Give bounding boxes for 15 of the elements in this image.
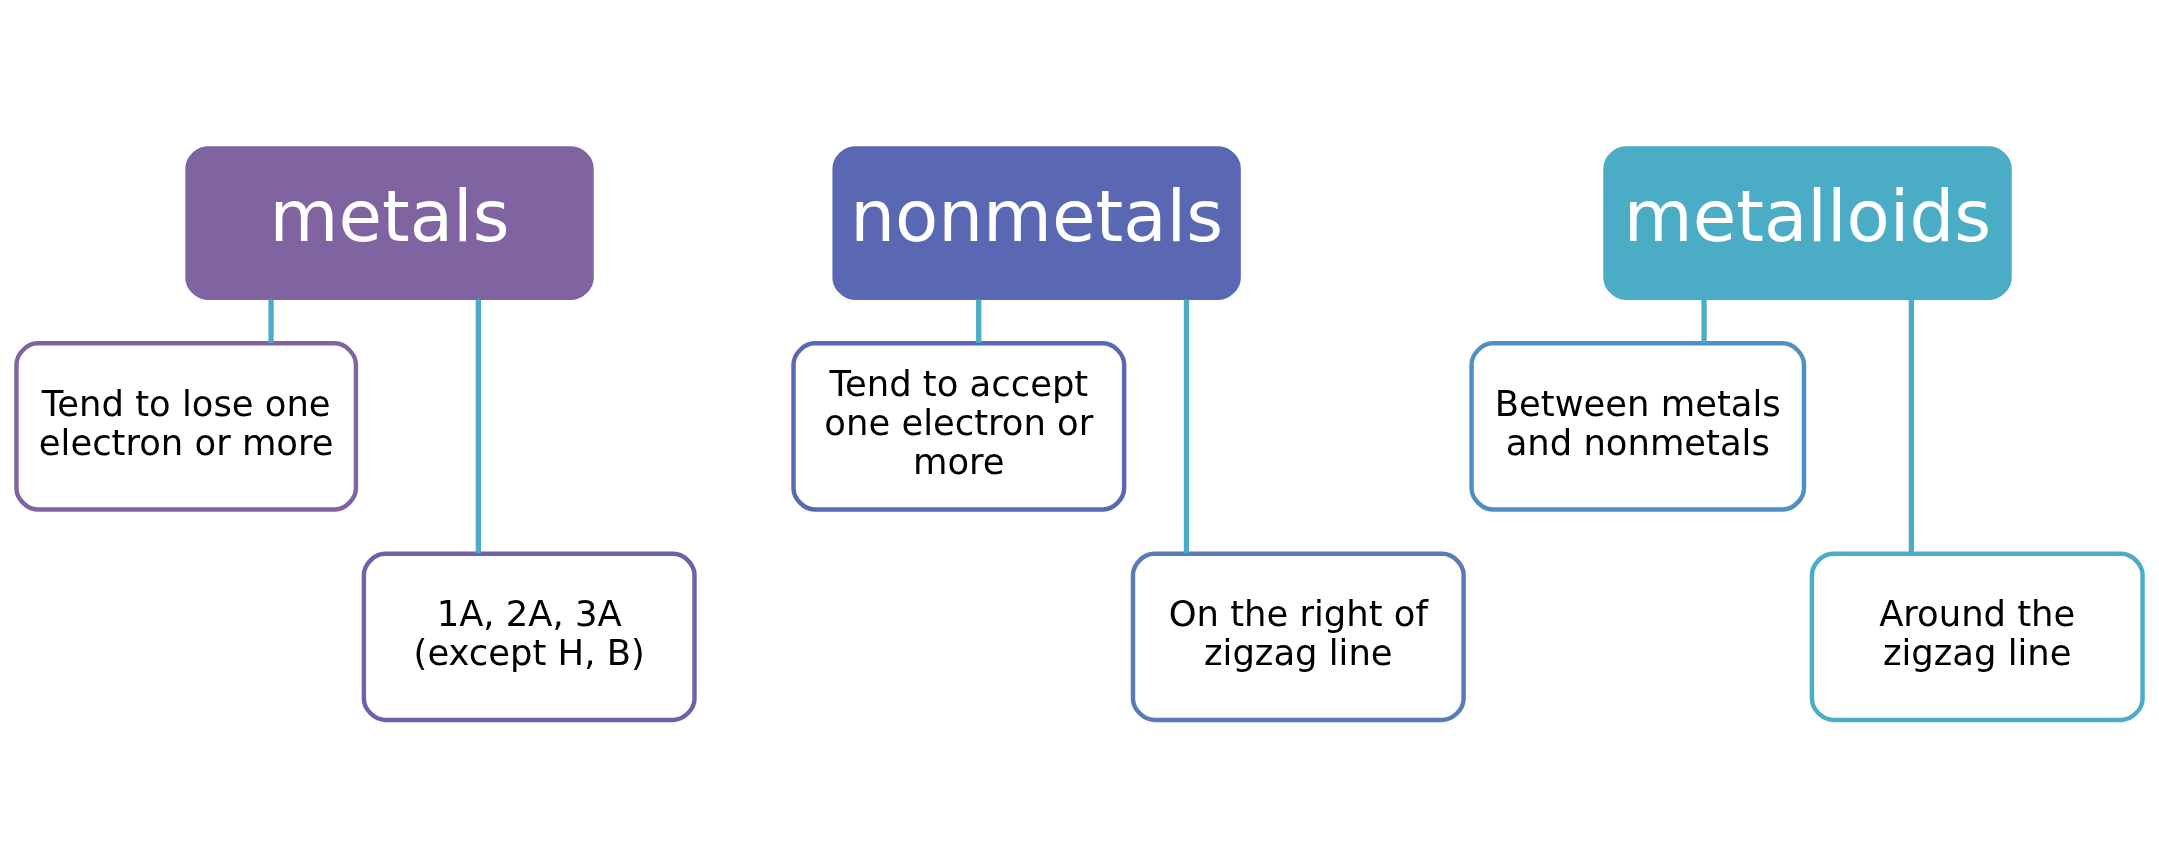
node-box: 1A, 2A, 3A (except H, B) (361, 551, 697, 723)
connector (1701, 299, 1707, 343)
node-box: Around the zigzag line (1809, 551, 2145, 723)
node-box: nonmetals (832, 146, 1241, 300)
node-box: Tend to accept one electron or more (791, 341, 1127, 512)
node-box: metalloids (1603, 146, 2012, 300)
node-box: On the right of zigzag line (1130, 551, 1466, 723)
connector (1183, 299, 1190, 554)
node-box: Tend to lose one electron or more (14, 341, 359, 512)
connector (976, 299, 982, 343)
connector (475, 299, 481, 554)
node-box: metals (185, 146, 594, 300)
connector (268, 299, 274, 343)
connector (1908, 299, 1915, 554)
node-box: Between metals and nonmetals (1469, 341, 1807, 512)
